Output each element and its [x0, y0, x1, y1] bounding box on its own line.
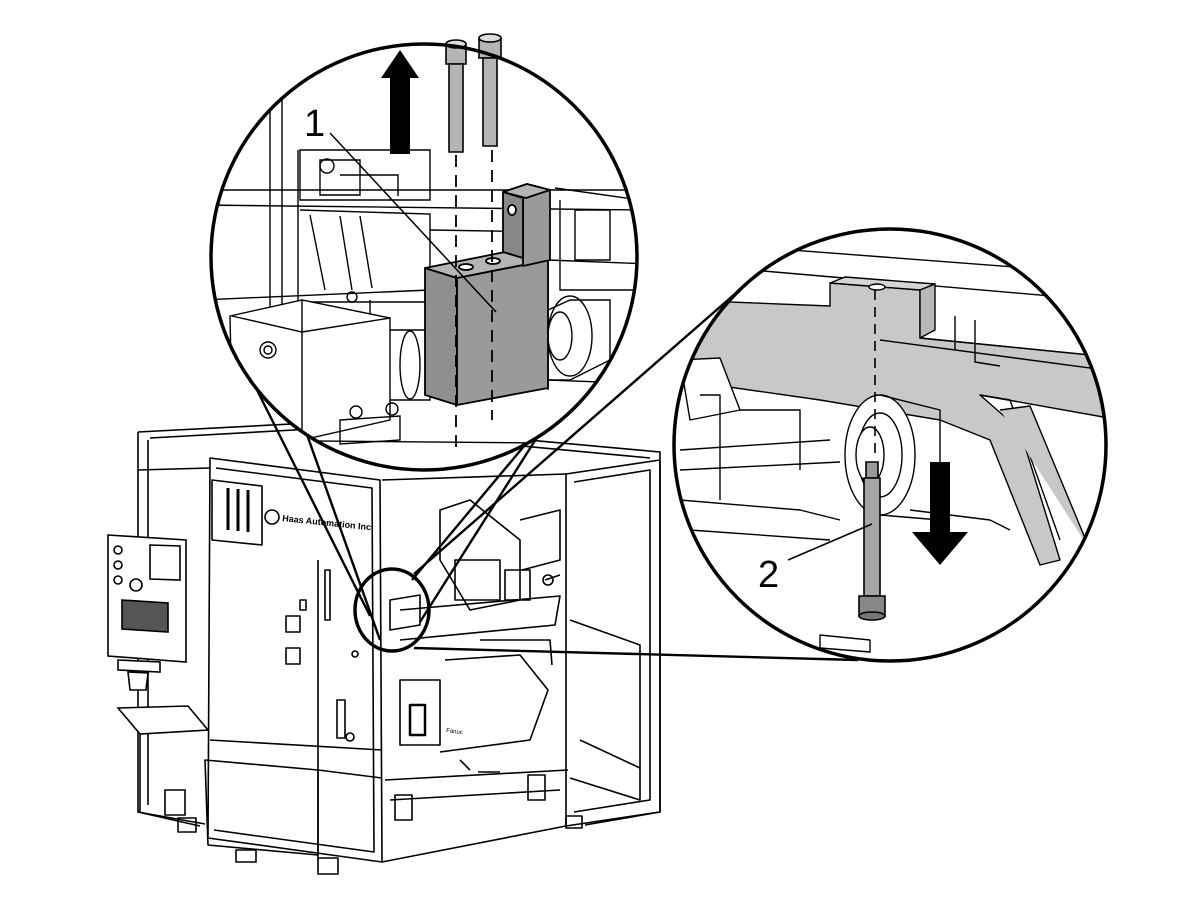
component-tag: Fanuc: [446, 728, 463, 736]
alignment-lines: [455, 150, 493, 450]
base-tray: [116, 705, 210, 816]
callout-2-label: 2: [758, 554, 779, 596]
arrow-up-icon: [381, 50, 419, 154]
control-pendant: [107, 534, 187, 691]
bolt-left: [445, 39, 467, 153]
callout-1-leader: [329, 132, 497, 313]
bolt-2: [858, 461, 886, 621]
callout-1-label: 1: [304, 103, 325, 145]
callout-2-leader: [787, 523, 873, 561]
detail-circle-bolt-install: 2: [672, 227, 1108, 663]
arrow-down-icon: [912, 462, 968, 565]
bracket-part: [424, 183, 551, 406]
detail-circle-bracket-removal: 1: [209, 33, 639, 472]
machine-body: [137, 421, 661, 875]
